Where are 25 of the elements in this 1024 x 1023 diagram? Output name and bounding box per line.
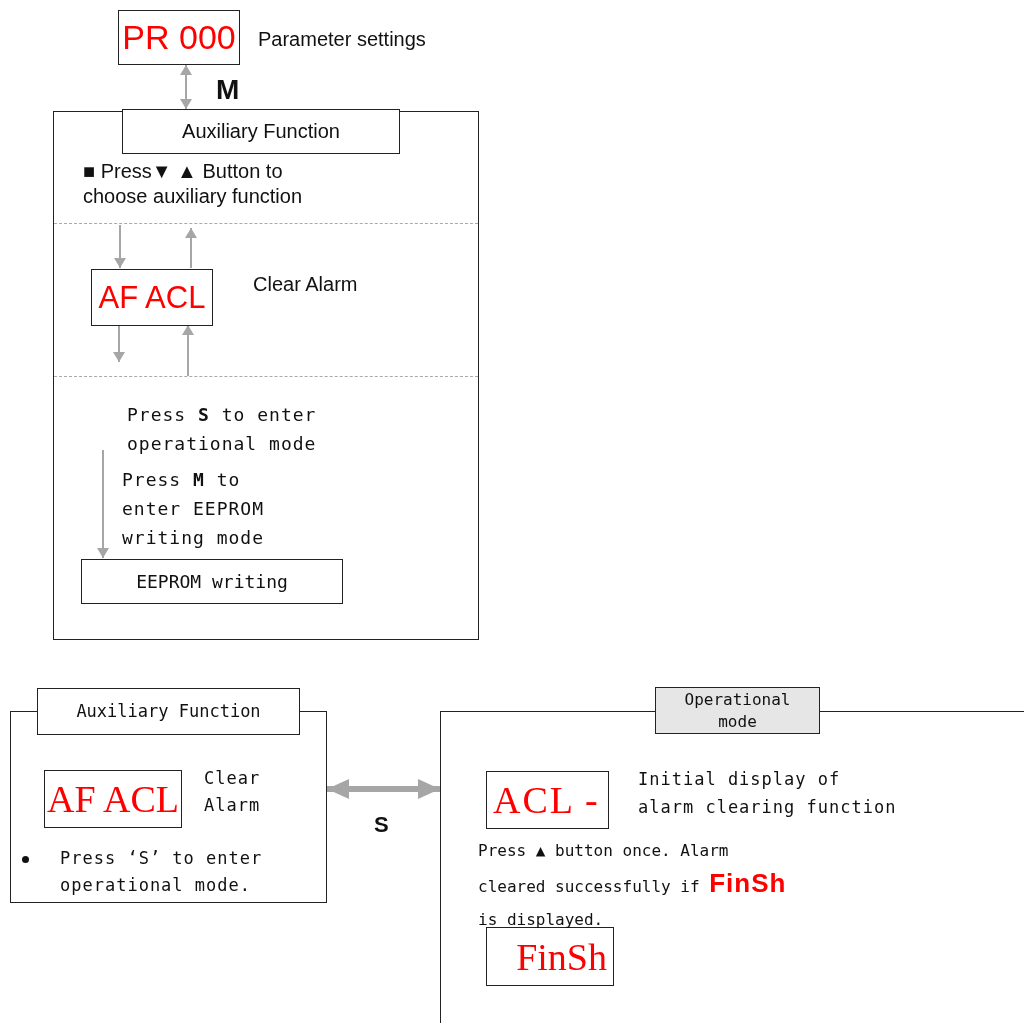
process-box: EEPROM writing [81,559,343,604]
arrow [185,227,197,269]
arrow [113,324,125,363]
heading-tab: Operational mode [655,687,820,734]
arrow [97,449,109,559]
instruction-text: Press M to enter EEPROM writing mode [122,468,266,550]
edge-label: M [216,76,240,104]
instruction-text: Press ‘S’ to enter operational mode. [60,847,264,897]
display-readout: FinSh [486,927,614,986]
instruction-text: ■ Press▼ ▲ Button to choose auxiliary function [83,159,303,209]
arrow [114,224,126,269]
box-caption: Initial display of alarm clearing function [638,768,898,819]
panel-frame [10,735,327,903]
arrow [180,64,192,110]
heading-tab: Auxiliary Function [37,688,300,735]
box-caption: Parameter settings [258,27,427,51]
display-readout: AF ACL [44,770,182,828]
box-caption: Clear Alarm [204,767,262,817]
box-caption: Clear Alarm [253,272,359,296]
display-readout: AF ACL [91,269,213,326]
display-readout: PR 000 [118,10,240,65]
arrow [182,324,194,377]
display-readout: ACL - [486,771,609,829]
arrow [327,779,440,799]
edge-label: S [374,814,389,836]
